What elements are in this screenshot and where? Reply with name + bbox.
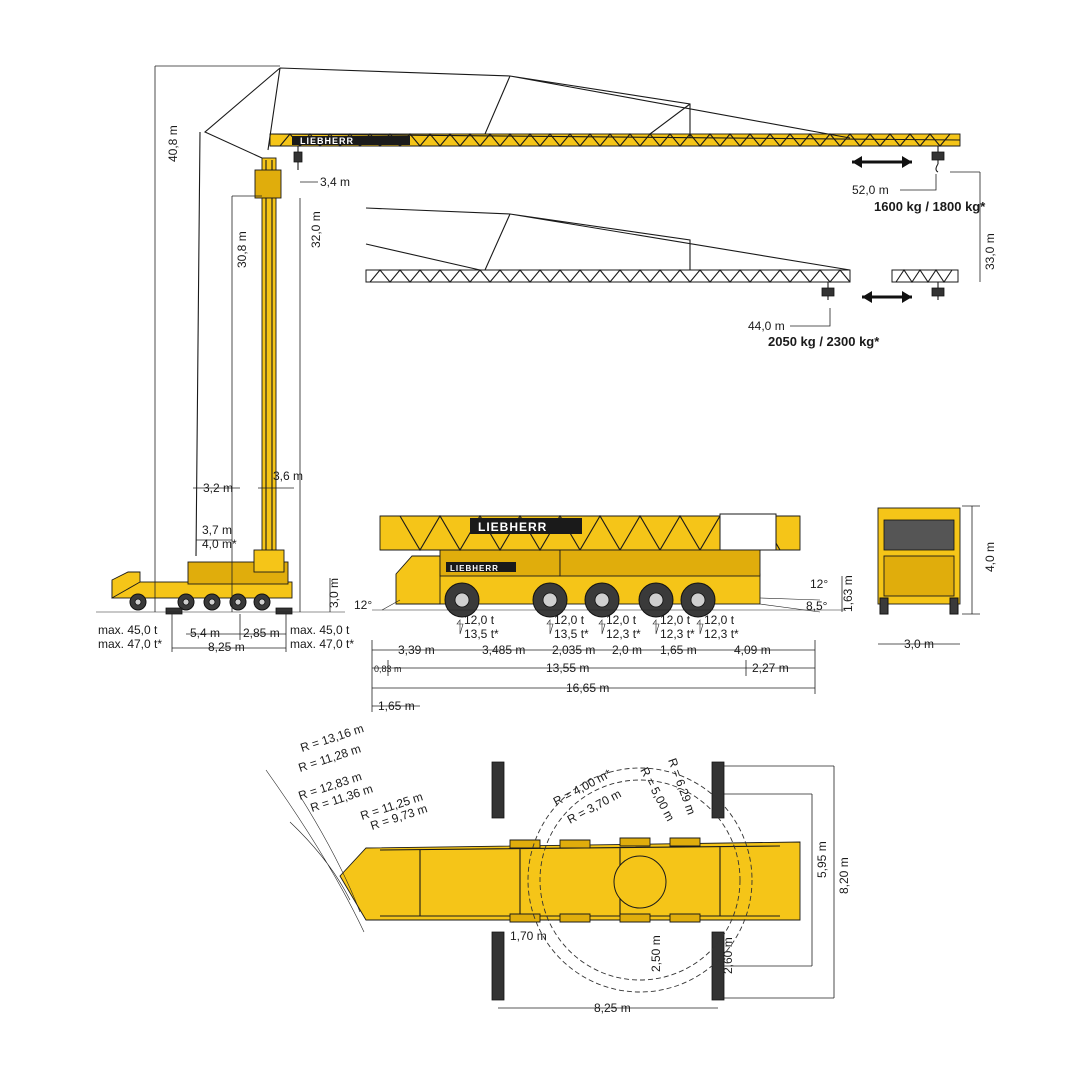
axle-load-t2: 12,3 t* bbox=[704, 627, 739, 641]
axle-load-t2: 12,3 t* bbox=[660, 627, 695, 641]
side-height: 1,63 m bbox=[841, 575, 855, 612]
angle-front: 12° bbox=[354, 598, 372, 612]
axle-load-t1: 12,0 t bbox=[660, 613, 691, 627]
axle-loads: 12,0 t13,5 t*12,0 t13,5 t*12,0 t12,3 t*1… bbox=[456, 613, 739, 641]
dim-d: 5,95 m bbox=[815, 841, 829, 878]
axle-load-right-1: max. 45,0 t bbox=[290, 623, 350, 637]
tower-mast bbox=[261, 157, 277, 559]
side-logo-small: LIEBHERR bbox=[450, 564, 499, 573]
pivot-height-label: 30,8 m bbox=[235, 231, 249, 268]
long-jib: LIEBHERR bbox=[195, 67, 961, 557]
side-logo: LIEBHERR bbox=[478, 520, 547, 534]
tower-base-truck bbox=[111, 549, 293, 615]
axle-arrow bbox=[696, 619, 704, 635]
mast-width-label: 3,6 m bbox=[273, 469, 303, 483]
short-jib-radius: 44,0 m bbox=[748, 319, 785, 333]
axle-arrow bbox=[546, 619, 554, 635]
axle-arrow bbox=[652, 619, 660, 635]
axle-arrow bbox=[598, 619, 606, 635]
jib-logo: LIEBHERR bbox=[300, 136, 354, 146]
axle-load-t1: 12,0 t bbox=[606, 613, 637, 627]
short-jib bbox=[365, 207, 959, 300]
axle-load-t2: 13,5 t* bbox=[464, 627, 499, 641]
long-jib-load: 1600 kg / 1800 kg* bbox=[874, 199, 986, 214]
axle-load-t2: 12,3 t* bbox=[606, 627, 641, 641]
radii-left: R = 13,16 mR = 11,28 mR = 12,83 mR = 11,… bbox=[297, 721, 429, 833]
short-jib-load: 2050 kg / 2300 kg* bbox=[768, 334, 880, 349]
axle-load-t1: 12,0 t bbox=[704, 613, 735, 627]
wheelbase: 13,55 m bbox=[546, 661, 589, 675]
hook-height-label: 32,0 m bbox=[309, 211, 323, 248]
axle-arrow bbox=[456, 619, 464, 635]
axle-load-t1: 12,0 t bbox=[554, 613, 585, 627]
dim-b: 2,50 m bbox=[649, 935, 663, 972]
spacing-c-label: 4,0 m* bbox=[202, 537, 237, 551]
axle-load-left-1: max. 45,0 t bbox=[98, 623, 158, 637]
front-overhang: 0,83 m bbox=[374, 664, 402, 674]
rear-width: 3,0 m bbox=[904, 637, 934, 651]
base-span-1-label: 5,4 m bbox=[190, 626, 220, 640]
side-view-truck: LIEBHERR LIEBHERR bbox=[379, 513, 801, 618]
axle-load-left-2: max. 47,0 t* bbox=[98, 637, 162, 651]
height-diff-label: 33,0 m bbox=[983, 233, 997, 270]
axle-load-t2: 13,5 t* bbox=[554, 627, 589, 641]
angle-rear: 12° bbox=[810, 577, 828, 591]
rear-overhang: 2,27 m bbox=[752, 661, 789, 675]
rear-height: 4,0 m bbox=[983, 542, 997, 572]
overall-length: 16,65 m bbox=[566, 681, 609, 695]
base-span-2-label: 2,85 m bbox=[243, 626, 280, 640]
total-height-label: 40,8 m bbox=[166, 125, 180, 162]
dim-a: 1,70 m bbox=[510, 929, 547, 943]
spacing-b-label: 3,7 m bbox=[202, 523, 232, 537]
rear-view bbox=[877, 507, 961, 615]
dim-e: 8,20 m bbox=[837, 857, 851, 894]
base-height-label: 3,0 m bbox=[327, 578, 341, 608]
axle-load-t1: 12,0 t bbox=[464, 613, 495, 627]
long-jib-radius: 52,0 m bbox=[852, 183, 889, 197]
angle-rear-low: 8,5° bbox=[806, 599, 828, 613]
top-view bbox=[339, 761, 801, 1001]
top-offset-label: 3,4 m bbox=[320, 175, 350, 189]
top-outrigger-span: 8,25 m bbox=[594, 1001, 631, 1015]
tower-head bbox=[254, 169, 282, 199]
axle-load-right-2: max. 47,0 t* bbox=[290, 637, 354, 651]
spacing-a-label: 3,2 m bbox=[203, 481, 233, 495]
tower-view: LIEBHERR bbox=[96, 65, 961, 652]
outrigger-span-label: 8,25 m bbox=[208, 640, 245, 654]
front-gap: 1,65 m bbox=[378, 699, 415, 713]
dim-c: 2,60 m bbox=[721, 937, 735, 974]
